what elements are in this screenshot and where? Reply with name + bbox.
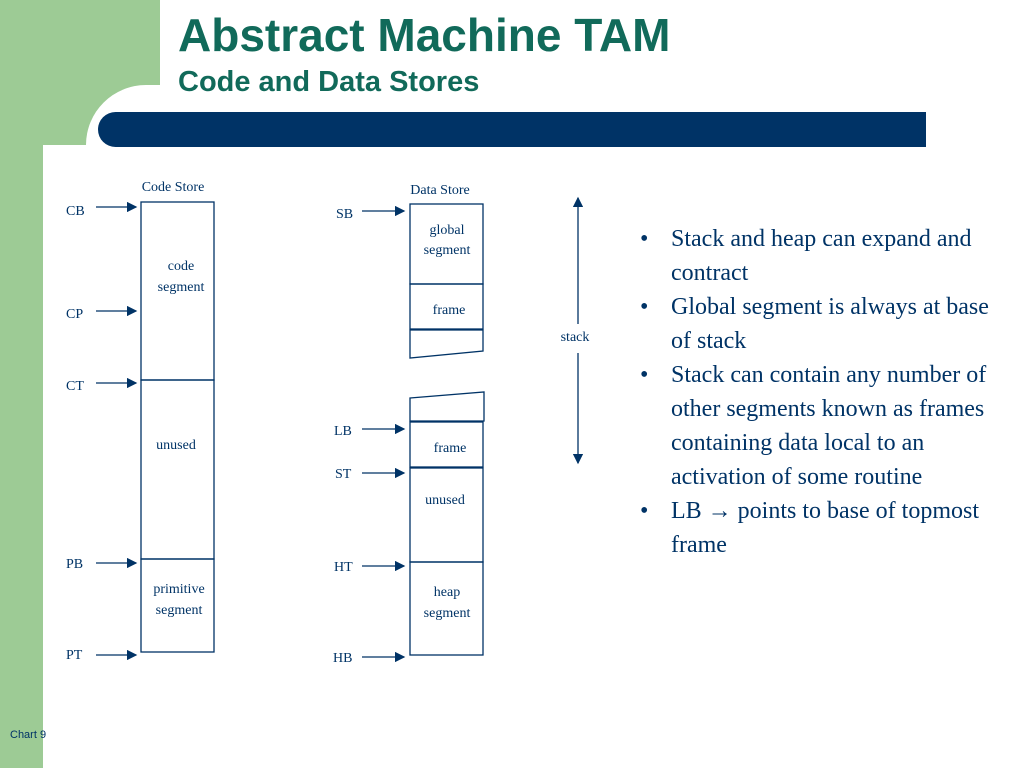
code-unused-box <box>140 379 215 560</box>
slide-footer: Chart 9 <box>10 729 47 741</box>
code-segment-label-2: segment <box>158 280 205 295</box>
register-sb: SB <box>336 207 353 222</box>
register-ht: HT <box>334 560 353 575</box>
stack-break-top <box>409 329 484 359</box>
heap-segment-box <box>409 561 484 656</box>
stack-break-bottom <box>409 391 485 422</box>
register-hb: HB <box>333 651 352 666</box>
register-pt: PT <box>66 648 83 663</box>
code-segment-label-1: code <box>168 259 194 274</box>
primitive-segment-label-2: segment <box>156 603 203 618</box>
bullet-item: LB → points to base of topmost frame <box>640 494 1000 562</box>
register-lb: LB <box>334 424 352 439</box>
primitive-segment-box <box>140 558 215 653</box>
data-unused-box <box>409 467 484 563</box>
register-st: ST <box>335 467 352 482</box>
frame-bottom-label: frame <box>434 441 467 456</box>
bullet-item: Stack can contain any number of other se… <box>640 358 1000 494</box>
data-store-heading: Data Store <box>410 183 469 198</box>
frame-top-box <box>409 283 484 330</box>
decor-blue-title-bar <box>98 112 926 147</box>
heap-segment-label-2: segment <box>424 606 471 621</box>
register-cb: CB <box>66 204 85 219</box>
data-unused-label: unused <box>425 493 465 508</box>
code-unused-label: unused <box>156 438 196 453</box>
bullet-item: Global segment is always at base of stac… <box>640 290 1000 358</box>
slide-subtitle: Code and Data Stores <box>178 66 480 98</box>
primitive-segment-label-1: primitive <box>153 582 204 597</box>
frame-top-label: frame <box>433 303 466 318</box>
code-store-heading: Code Store <box>142 180 205 195</box>
register-pb: PB <box>66 557 83 572</box>
register-cp: CP <box>66 307 83 322</box>
slide-title: Abstract Machine TAM <box>178 9 671 61</box>
global-segment-label-1: global <box>430 223 465 238</box>
bullet-item: Stack and heap can expand and contract <box>640 222 1000 290</box>
decor-green-left-strip <box>0 0 43 768</box>
frame-bottom-box <box>409 421 484 468</box>
register-ct: CT <box>66 379 84 394</box>
global-segment-label-2: segment <box>424 243 471 258</box>
stack-label: stack <box>561 330 590 345</box>
heap-segment-label-1: heap <box>434 585 460 600</box>
bullet-list: Stack and heap can expand and contract G… <box>640 222 1000 562</box>
